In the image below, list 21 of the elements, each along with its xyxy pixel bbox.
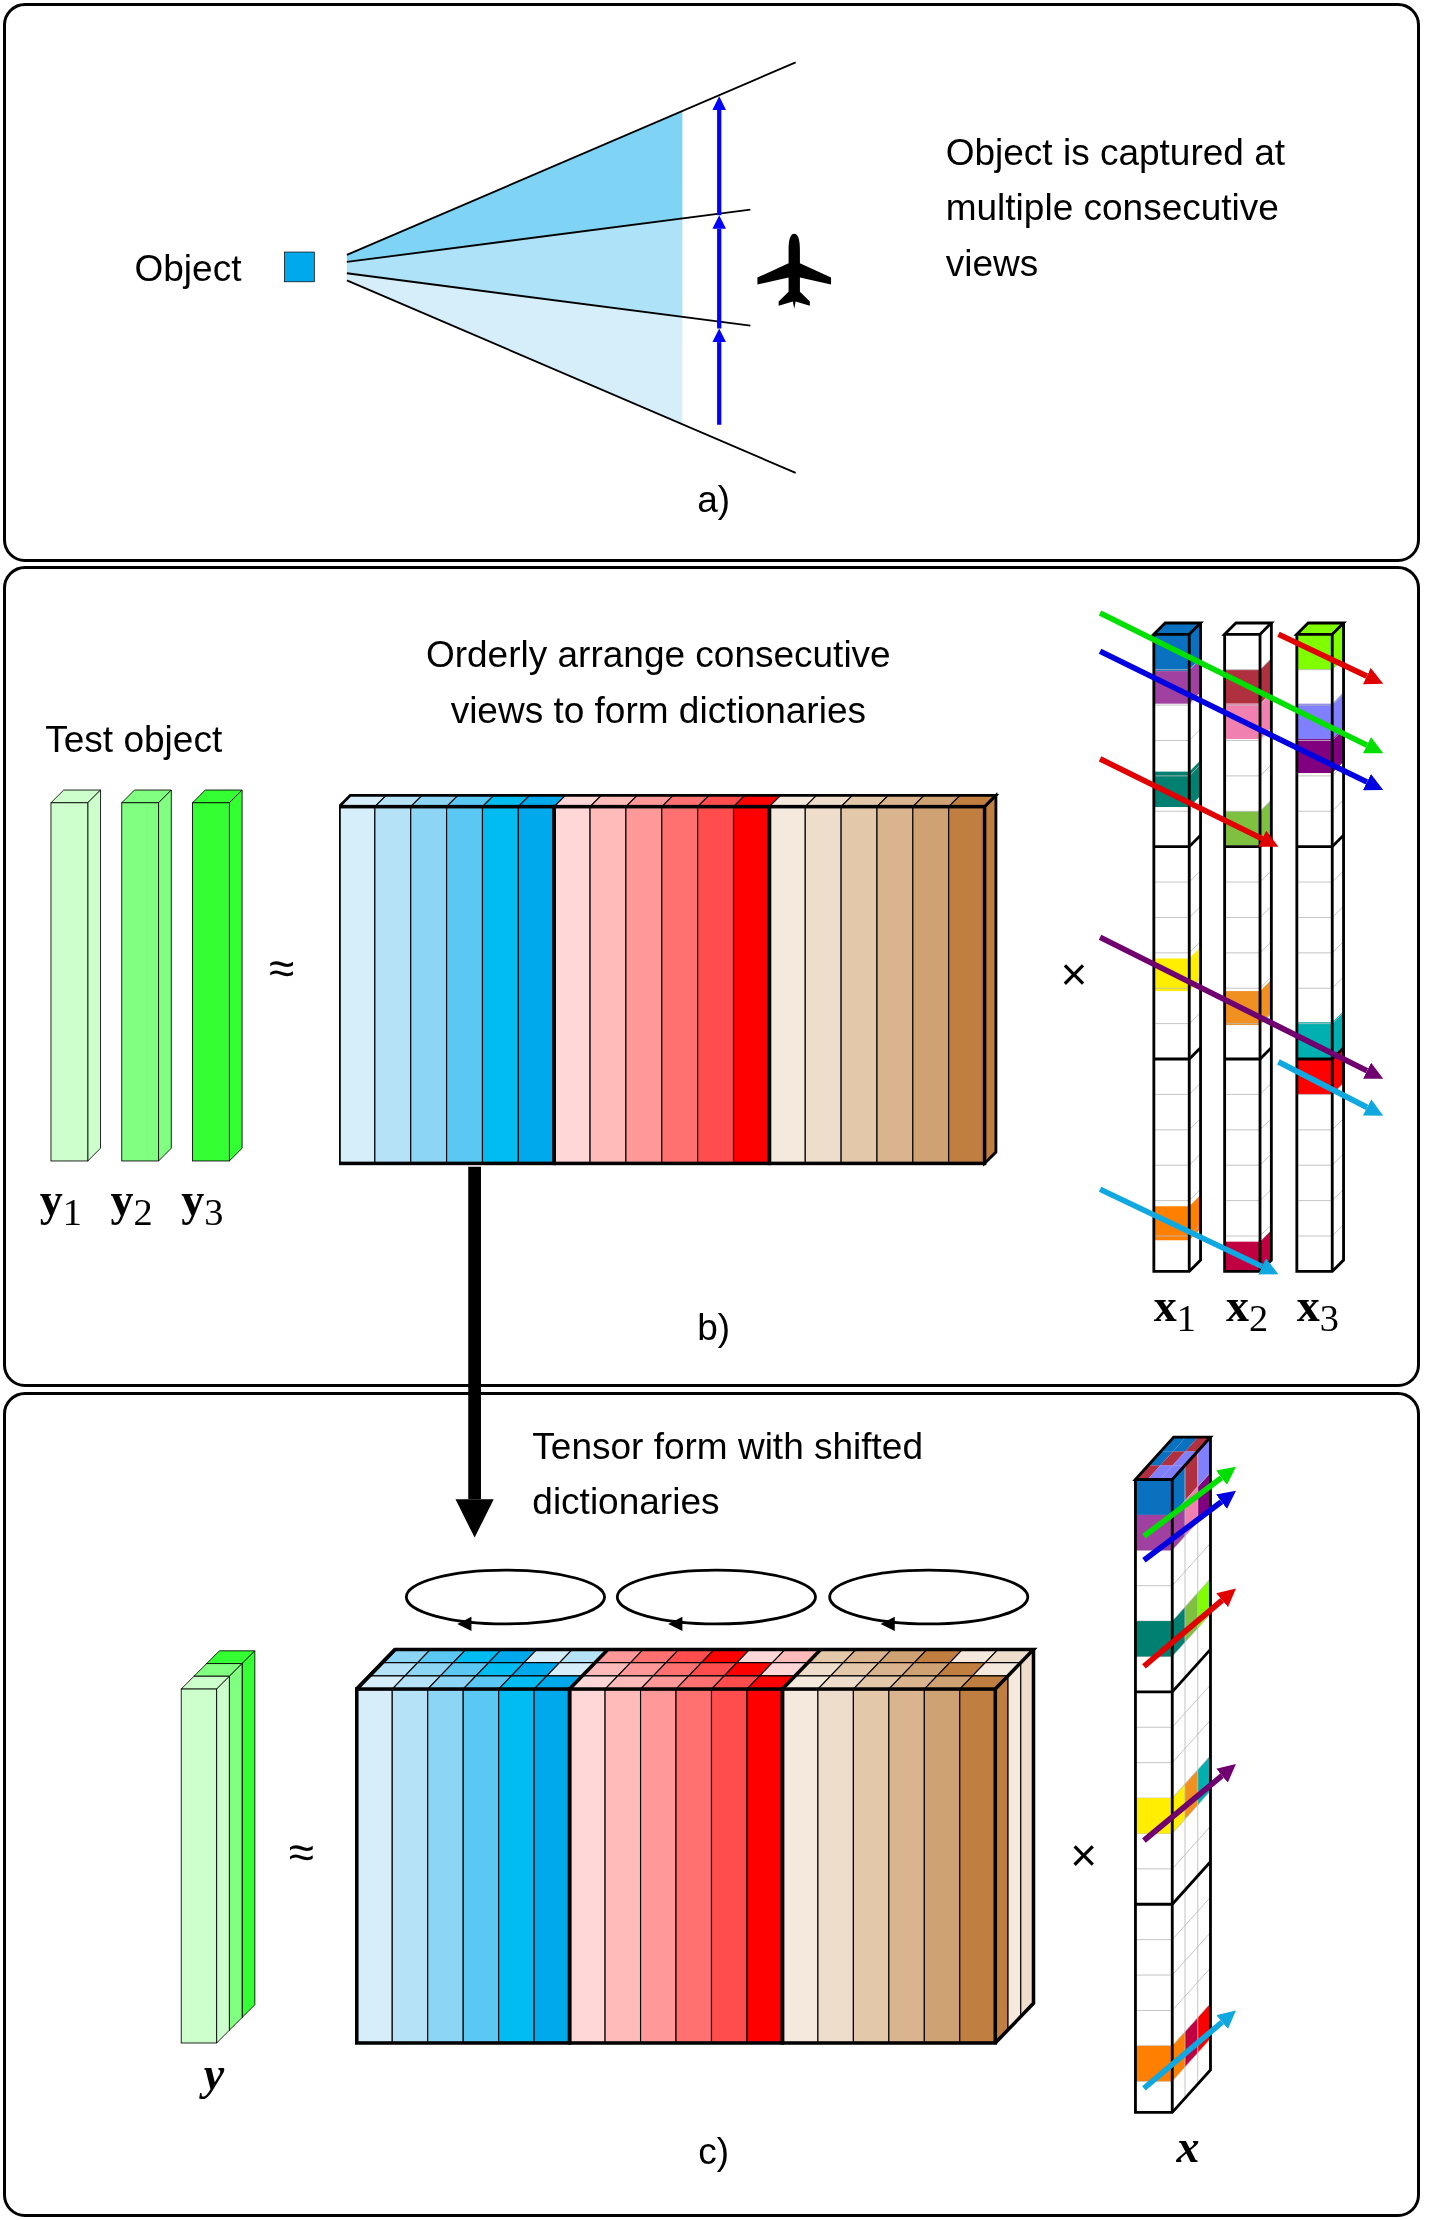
vector-label: y$_{1}$ <box>39 1173 82 1236</box>
step-description: Orderly arrange consecutive views to form dictionaries <box>424 633 892 733</box>
group-label: Test object <box>45 718 223 763</box>
multiply-symbol: × <box>1060 947 1088 1003</box>
panel <box>2 2 1420 563</box>
approx-symbol: ≈ <box>269 941 295 997</box>
multiply-symbol: × <box>1070 1827 1098 1883</box>
vector-label: x$_{1}$ <box>1153 1279 1196 1342</box>
flow-arrow <box>455 1166 494 1538</box>
vector-label: y$_{3}$ <box>181 1173 224 1236</box>
vector-label: y$_{2}$ <box>110 1173 153 1236</box>
panel-label: c) <box>698 2130 730 2173</box>
step-description: Tensor form with shifted dictionaries <box>532 1424 925 1525</box>
vector-label: x <box>1176 2120 1200 2175</box>
vector-label: x$_{3}$ <box>1296 1279 1339 1342</box>
panel-label: b) <box>697 1306 731 1349</box>
description-text: Object is captured at multiple consecutive views <box>945 130 1287 286</box>
approx-symbol: ≈ <box>288 1824 315 1880</box>
panel-label: a) <box>697 478 731 521</box>
vector-label: x$_{2}$ <box>1226 1279 1269 1342</box>
object-label: Object <box>134 246 242 291</box>
